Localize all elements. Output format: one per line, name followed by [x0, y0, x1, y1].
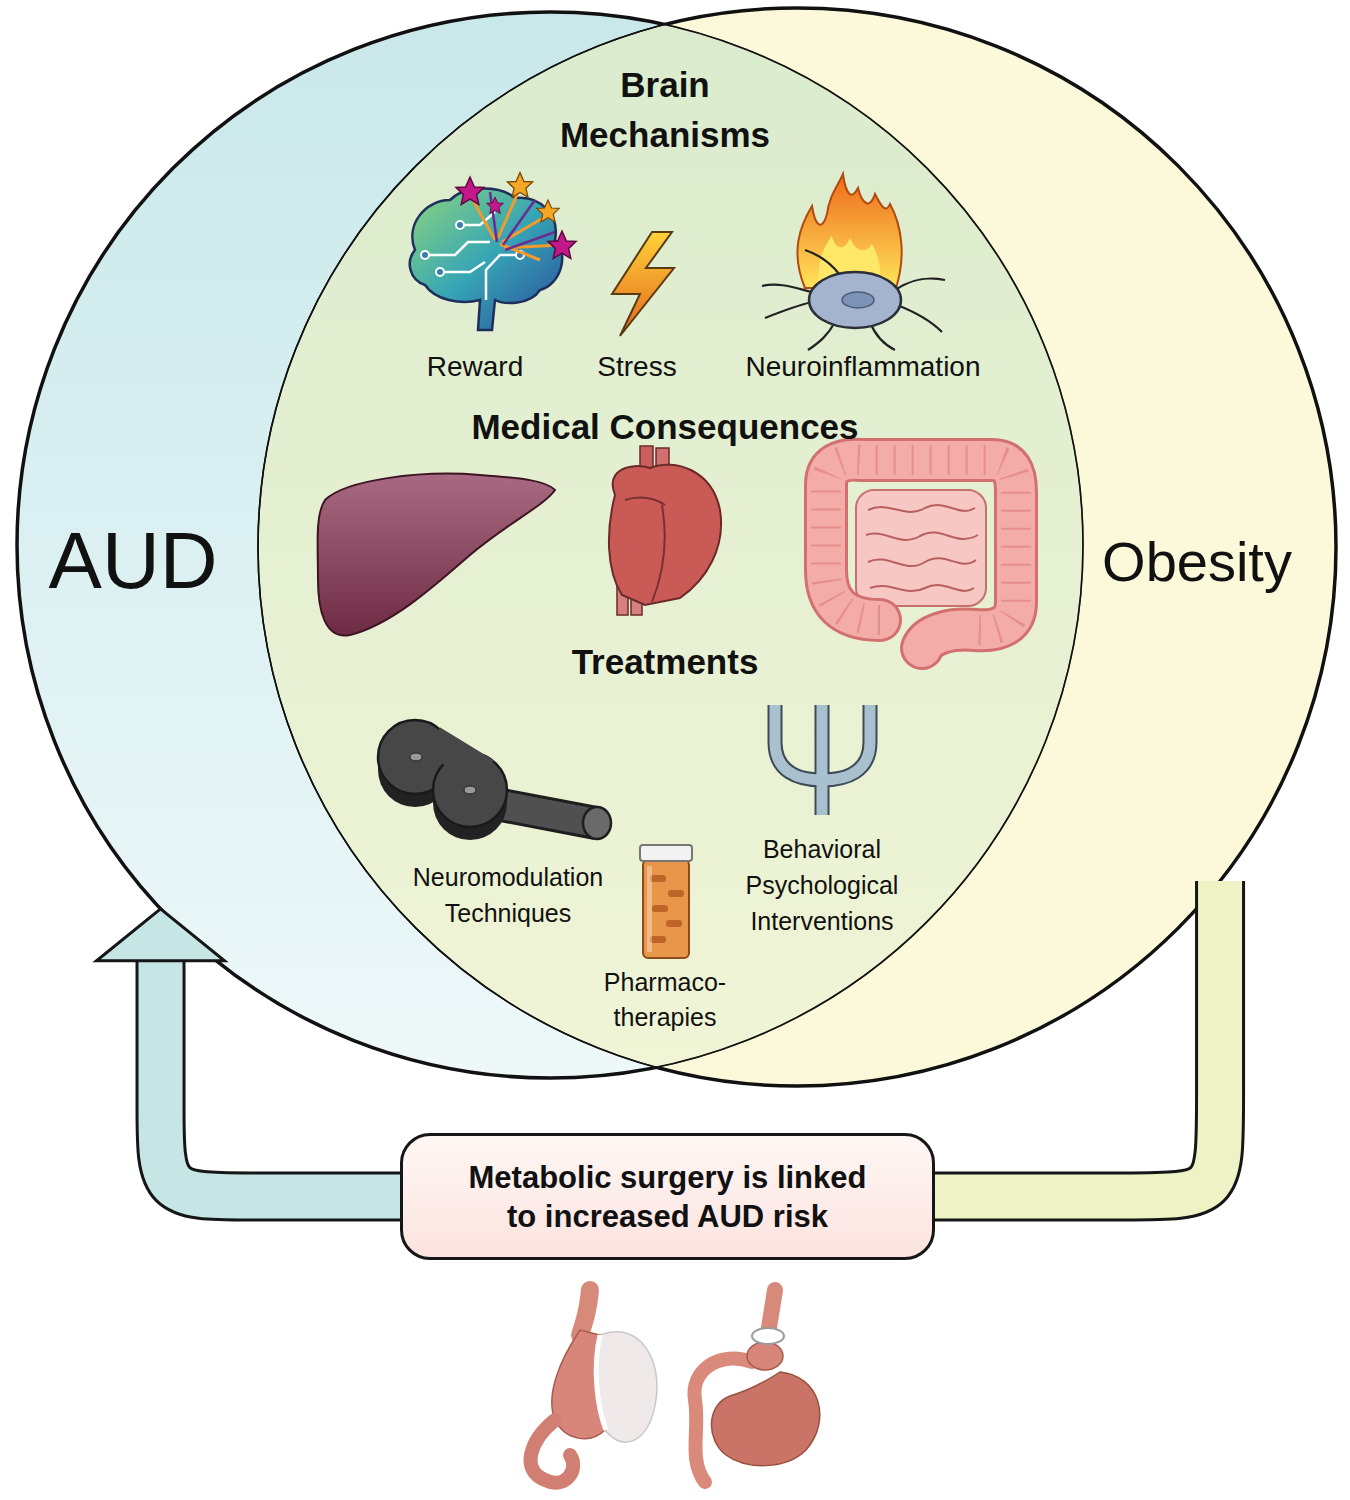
esophagus — [768, 1290, 775, 1335]
mechanism-label: Stress — [597, 350, 676, 384]
section-heading: Medical Consequences — [471, 406, 858, 448]
stomach-pouch — [747, 1342, 783, 1370]
box-text: Metabolic surgery is linked to increased… — [458, 1158, 878, 1236]
circle-title: AUD — [49, 511, 218, 611]
section-heading: Treatments — [572, 641, 759, 683]
gastric-band — [752, 1328, 784, 1344]
circle-outline — [258, 8, 1336, 1086]
circle-fill — [258, 8, 1336, 1086]
stomach-sleeve — [552, 1330, 605, 1439]
removed-stomach — [595, 1332, 657, 1442]
treatment-label: Neuromodulation Techniques — [403, 859, 613, 931]
duodenum — [531, 1420, 574, 1483]
stomach-remnant — [711, 1372, 819, 1466]
bypass-stomach — [694, 1290, 819, 1482]
mechanism-label: Neuroinflammation — [746, 350, 981, 384]
lens-arc — [258, 8, 1336, 1086]
sleeve-stomach — [531, 1290, 657, 1483]
section-heading: Brain Mechanisms — [535, 60, 795, 160]
intestine-loop — [694, 1358, 752, 1482]
esophagus — [580, 1290, 590, 1335]
staple-line — [596, 1335, 606, 1430]
circle-title: Obesity — [1102, 527, 1292, 597]
treatment-label: Pharmaco- therapies — [595, 965, 735, 1035]
mechanism-label: Reward — [427, 350, 523, 384]
treatment-label: Behavioral Psychological Interventions — [735, 831, 910, 939]
finding-box: Metabolic surgery is linked to increased… — [400, 1133, 935, 1260]
